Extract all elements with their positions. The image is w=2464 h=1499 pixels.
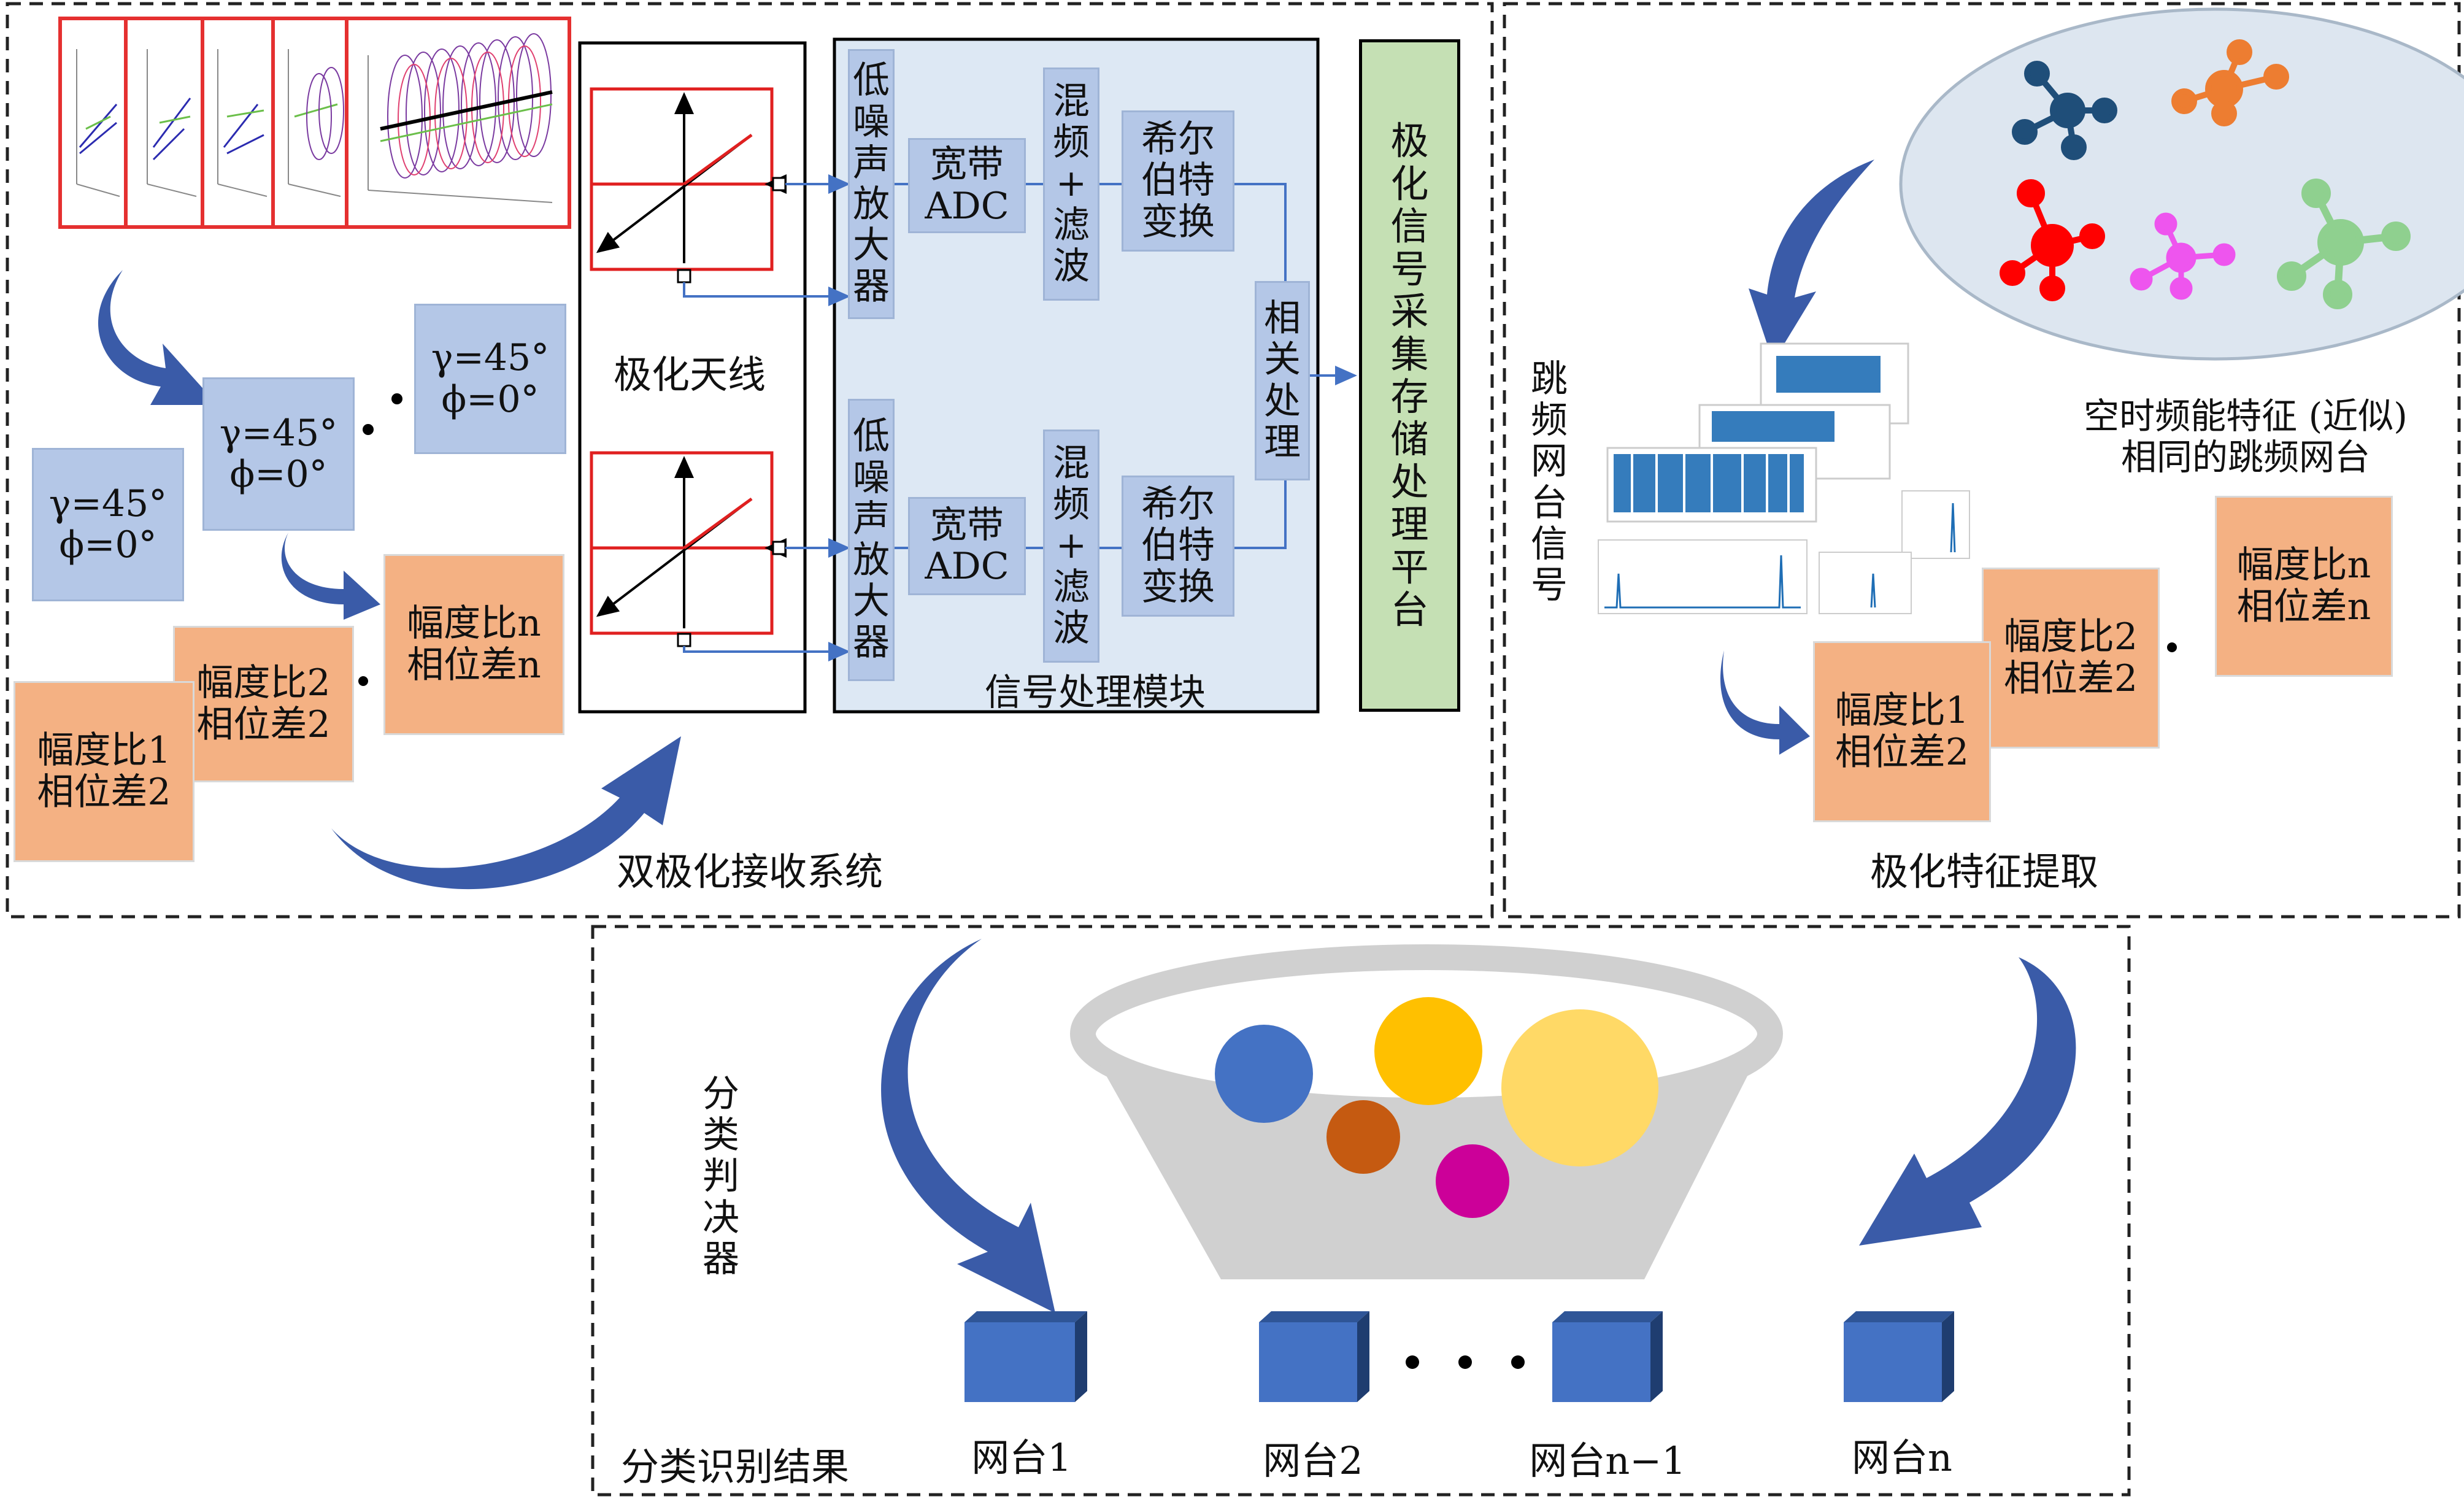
classify-section-border	[591, 925, 2131, 1497]
lna-upper: 低噪 声放 大器	[848, 49, 895, 319]
feature-section-border	[1503, 2, 2461, 919]
receiver-section-border	[6, 2, 1494, 919]
feature-section-label: 极化特征提取	[1870, 849, 2099, 894]
processing-chain-lines	[895, 183, 1357, 549]
output-label-2: 网台2	[1263, 1438, 1363, 1483]
classifier-label: 分类 判决 器	[703, 1073, 739, 1281]
acquisition-platform: 极化 信号 采集 存储 处理 平台	[1359, 39, 1460, 712]
network-description-line1: 空时频能特征 (近似)	[2084, 395, 2408, 437]
hilbert-transform-upper: 希尔伯特 变换	[1122, 110, 1234, 252]
output-label-n-minus-1: 网台n−1	[1529, 1438, 1686, 1483]
classifier-funnel	[1070, 944, 1783, 1279]
result-label: 分类识别结果	[621, 1444, 850, 1489]
hopping-spectrum-plots	[1598, 342, 1970, 614]
cube-n	[1844, 1311, 1954, 1402]
output-label-1: 网台1	[971, 1435, 1072, 1480]
network-description: 空时频能特征 (近似) 相同的跳频网台	[2049, 396, 2442, 477]
network-description-line2: 相同的跳频网台	[2120, 436, 2370, 478]
flow-arrows	[98, 160, 2076, 1313]
mixer-filter-lower: 混频 +滤 波	[1043, 430, 1099, 663]
hopping-signal-label: 跳频 网台 信号	[1531, 358, 1568, 607]
correlation-block: 相关 处理	[1255, 281, 1310, 480]
polarization-plot-thumbnails	[58, 17, 571, 229]
antenna-label: 极化天线	[614, 352, 766, 397]
polarization-card-2: γ=45°ϕ=0°	[202, 377, 355, 531]
cube-2	[1259, 1311, 1369, 1402]
polarization-card-1: γ=45°ϕ=0°	[32, 448, 184, 601]
module-label: 信号处理模块	[985, 671, 1206, 714]
antenna-upper	[590, 87, 787, 283]
network-cluster	[1899, 7, 2464, 361]
network-cubes	[964, 1311, 1954, 1402]
antenna-lower	[590, 451, 787, 647]
cube-n-minus-1	[1552, 1311, 1663, 1402]
polarization-card-3: γ=45°ϕ=0°	[414, 304, 566, 454]
lna-lower: 低噪 声放 大器	[848, 399, 895, 681]
cube-1	[964, 1311, 1087, 1402]
system-label: 双极化接收系统	[617, 849, 884, 894]
antenna-connectors	[683, 174, 850, 661]
mixer-filter-upper: 混频 +滤 波	[1043, 67, 1099, 301]
hilbert-transform-lower: 希尔伯特 变换	[1122, 476, 1234, 617]
output-label-n: 网台n	[1852, 1435, 1952, 1480]
